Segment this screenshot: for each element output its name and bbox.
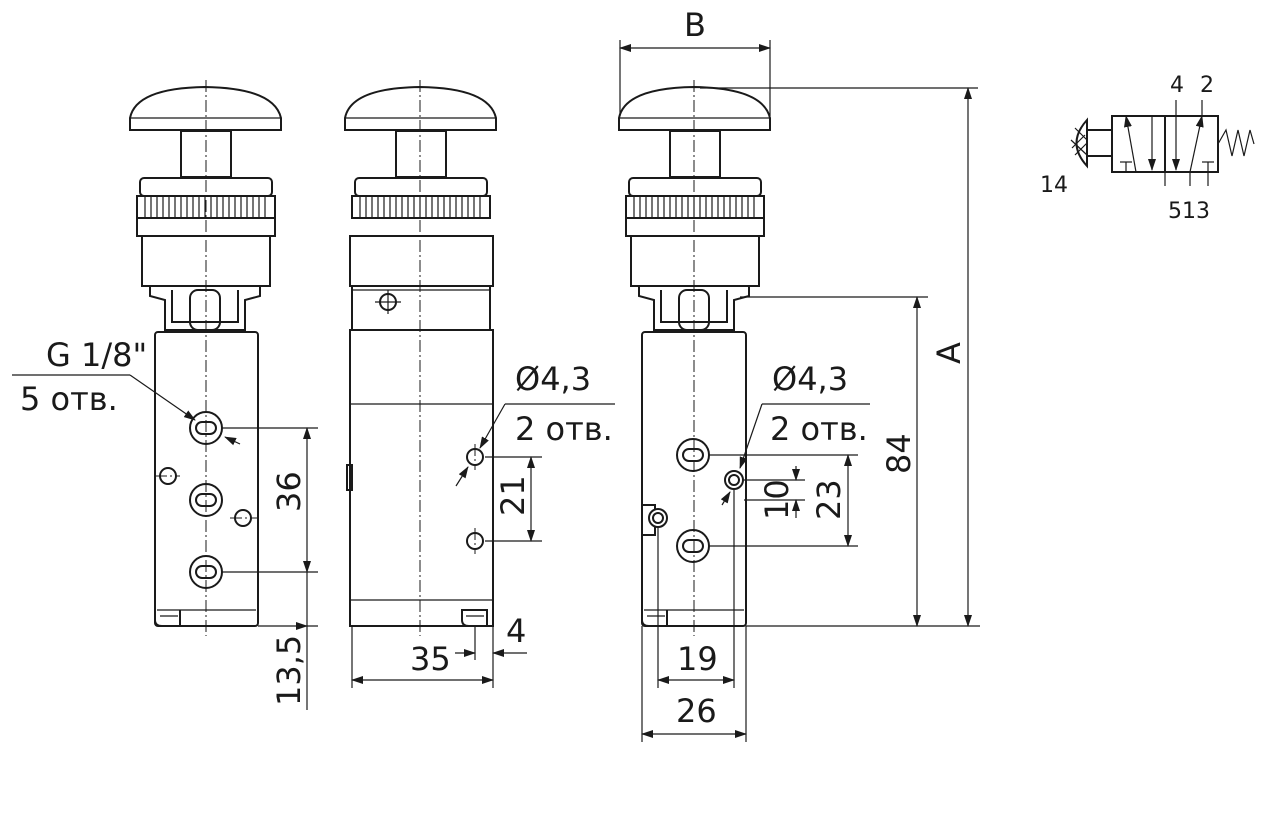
front-view: G 1/8" 5 отв. 36 13,5: [12, 80, 318, 710]
dim-hole-pitch: 19: [677, 640, 718, 678]
port-thread-label: G 1/8": [46, 336, 147, 374]
dim-side-width: 35: [410, 640, 451, 678]
symbol-port-4: 4: [1170, 73, 1184, 98]
dim-side-edge: 4: [506, 612, 526, 650]
valve-symbol: 14 4 2 513: [1040, 73, 1255, 224]
side-view: Ø4,3 2 отв. 21 35 4: [344, 80, 615, 688]
valve-body-side: [349, 329, 494, 627]
dim-body-width: 26: [676, 692, 717, 730]
spring-symbol: [1217, 128, 1255, 157]
symbol-port-14: 14: [1040, 173, 1068, 198]
dim-port-spacing: 36: [270, 471, 308, 512]
side-hole-diameter-label: Ø4,3: [515, 360, 591, 398]
side-hole-count-label: 2 отв.: [515, 410, 613, 448]
right-hole-diameter-label: Ø4,3: [772, 360, 848, 398]
dim-bottom-offset: 13,5: [270, 635, 308, 706]
symbol-port-2: 2: [1200, 73, 1214, 98]
mushroom-actuator-symbol: [1075, 117, 1088, 169]
dim-button-width: B: [684, 6, 706, 44]
port-count-label: 5 отв.: [20, 380, 118, 418]
symbol-ports-513: 513: [1168, 199, 1210, 224]
port-holes-right: [648, 438, 744, 563]
right-hole-count-label: 2 отв.: [770, 410, 868, 448]
dim-overall-height: A: [930, 342, 968, 364]
dim-side-hole-spacing: 21: [494, 475, 532, 516]
right-view: Ø4,3 2 отв. 10 23 84 A B 19: [618, 6, 980, 742]
dim-hole-offset: 10: [758, 479, 796, 520]
dim-body-height: 84: [880, 433, 918, 474]
dim-port-hole-spacing: 23: [810, 479, 848, 520]
